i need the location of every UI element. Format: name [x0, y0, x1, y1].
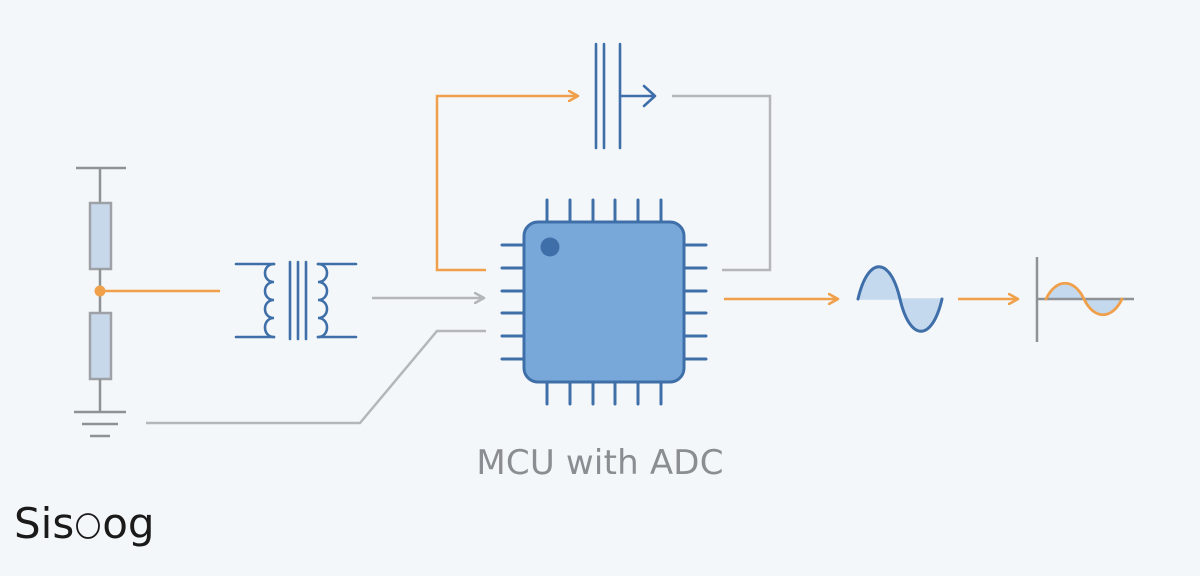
chip-icon — [500, 198, 708, 406]
capacitor-icon — [594, 42, 657, 150]
transformer-icon — [234, 260, 358, 341]
mcu-to-capacitor-wire — [435, 96, 578, 272]
ac-wave-axis-icon — [1035, 257, 1134, 342]
capacitor-return-wire — [672, 94, 772, 272]
mcu-body — [522, 220, 686, 384]
resistor-bottom-icon — [88, 311, 113, 381]
ground-return-wire — [146, 329, 486, 425]
sine-wave-icon — [856, 265, 944, 333]
resistor-top-icon — [88, 201, 113, 271]
mcu-label: MCU with ADC — [476, 443, 724, 483]
ground-icon — [74, 410, 126, 438]
logo-text-end: og — [102, 499, 155, 548]
logo-o-icon — [76, 513, 101, 539]
voltage-divider — [74, 166, 220, 438]
logo-text-start: Sis — [14, 499, 75, 548]
pin1-marker — [540, 237, 560, 257]
